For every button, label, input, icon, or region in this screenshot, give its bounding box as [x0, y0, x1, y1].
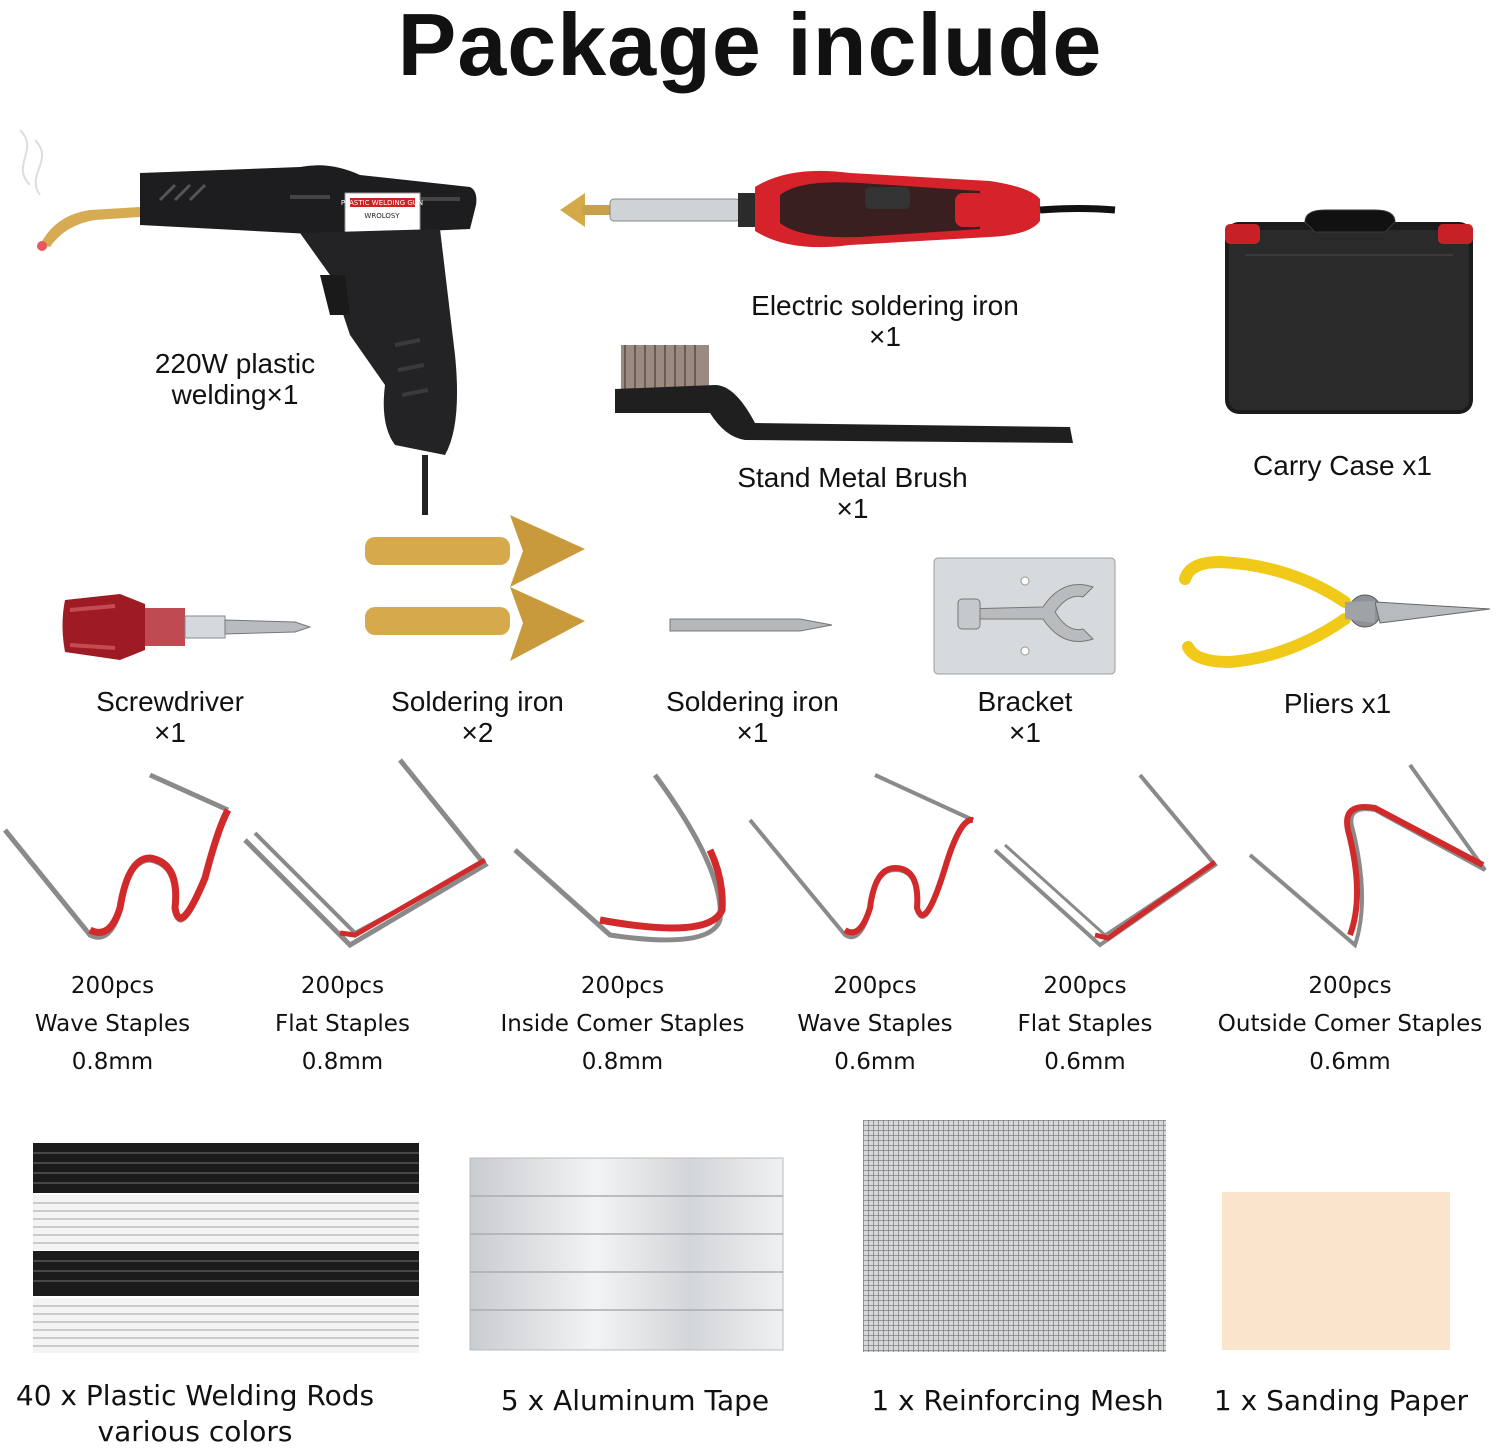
bracket-image [933, 557, 1116, 675]
reinforcing-mesh-image [863, 1120, 1166, 1352]
soldering-pencil-tip-image [669, 615, 835, 635]
sanding-paper-image [1222, 1192, 1450, 1350]
gun-badge-brand: WROLOSY [364, 212, 400, 220]
soldering-iron-x2-label: Soldering iron×2 [391, 686, 564, 748]
reinforcing-mesh-label: 1 x Reinforcing Mesh [871, 1384, 1164, 1417]
wave-staple-06-image [745, 770, 980, 950]
brush-label: Stand Metal Brush×1 [737, 462, 968, 524]
plastic-welding-rods-image [33, 1143, 419, 1353]
soldering-tips-image [365, 515, 590, 665]
plastic-welding-gun-image: PLASTIC WELDING GUN WROLOSY [0, 125, 480, 520]
screwdriver-label: Screwdriver×1 [96, 686, 244, 748]
pliers-image [1179, 555, 1495, 672]
carry-case-image [1225, 209, 1475, 414]
aluminum-tape-image [469, 1157, 784, 1351]
outside-corner-staple-06-image [1245, 760, 1495, 950]
electric-iron-label: Electric soldering iron×1 [751, 290, 1019, 352]
page-title: Package include [397, 0, 1103, 94]
flat-staple-08-image [240, 755, 495, 950]
pliers-label: Pliers x1 [1283, 688, 1392, 719]
inside-corner-staple-08-image [510, 770, 740, 950]
gun-badge-text: PLASTIC WELDING GUN [341, 199, 423, 207]
soldering-iron-x1-label: Soldering iron×1 [666, 686, 839, 748]
flat-staple-06-image [990, 770, 1225, 950]
bracket-label: Bracket×1 [977, 686, 1073, 748]
aluminum-tape-label: 5 x Aluminum Tape [500, 1384, 770, 1417]
sanding-paper-label: 1 x Sanding Paper [1213, 1384, 1469, 1417]
screwdriver-image [60, 590, 315, 665]
electric-soldering-iron-image [560, 165, 1120, 250]
wave-staple-08-image [0, 770, 235, 950]
metal-brush-image [615, 345, 1075, 445]
carry-case-label: Carry Case x1 [1253, 450, 1432, 481]
